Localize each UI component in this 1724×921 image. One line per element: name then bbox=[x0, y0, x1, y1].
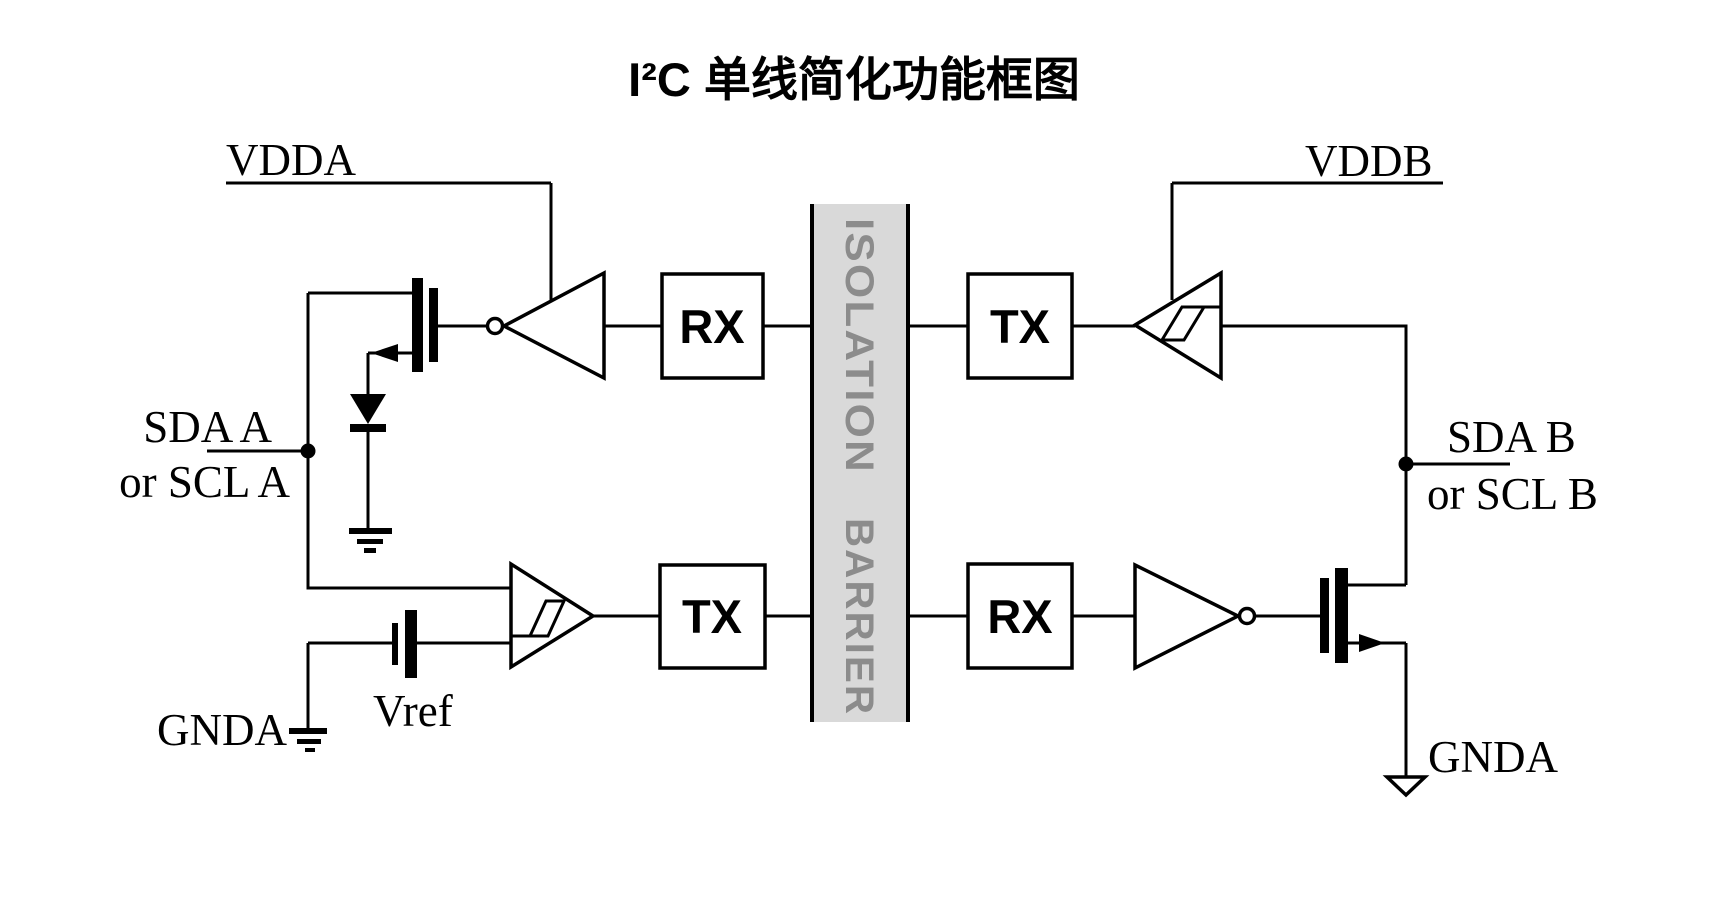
mosfet-a-source-arrow bbox=[371, 344, 398, 362]
tx-block-b: TX bbox=[966, 272, 1074, 380]
ground-symbol-diode bbox=[349, 528, 392, 553]
mosfet-b-gate-bar bbox=[1320, 578, 1329, 653]
ground-symbol-gnda-left bbox=[289, 728, 327, 752]
barrier-word-isolation: ISOLATION bbox=[837, 218, 881, 474]
rx-block-a: RX bbox=[660, 272, 765, 380]
ground-bar-2 bbox=[357, 539, 383, 544]
barrier-band bbox=[813, 204, 908, 722]
gnda-left-label: GNDA bbox=[157, 705, 287, 755]
inverter-b-triangle bbox=[1133, 562, 1242, 671]
mosfet-b: GNDA bbox=[1320, 568, 1558, 798]
rx-a-box bbox=[660, 272, 765, 380]
isolation-barrier: ISOLATION BARRIER bbox=[810, 204, 910, 722]
schmitt-b-triangle bbox=[1131, 269, 1223, 382]
mosfet-a bbox=[308, 278, 487, 553]
bus-a-junction-dot bbox=[300, 443, 316, 459]
side-a-bus: SDA A or SCL A bbox=[119, 293, 511, 590]
schmitt-a-triangle bbox=[509, 560, 597, 671]
tx-block-a: TX bbox=[658, 563, 767, 670]
ground-symbol-gnda-right bbox=[1382, 775, 1430, 798]
rx-a-label: RX bbox=[679, 300, 744, 353]
vref-cell-thin-bar bbox=[392, 623, 398, 665]
ground-bar-3 bbox=[364, 548, 376, 553]
inverter-a bbox=[485, 270, 606, 381]
rx-block-b: RX bbox=[966, 562, 1074, 670]
gnda-right-label: GNDA bbox=[1428, 732, 1558, 782]
tx-b-label: TX bbox=[990, 300, 1050, 353]
vddb-label: VDDB bbox=[1305, 136, 1433, 186]
mosfet-a-channel-bar bbox=[412, 278, 423, 372]
sda-b-label: SDA B bbox=[1447, 412, 1576, 462]
vdda-label: VDDA bbox=[226, 135, 356, 185]
diode-cathode-bar bbox=[350, 424, 386, 432]
mosfet-b-channel-bar bbox=[1335, 568, 1348, 663]
tx-a-box bbox=[658, 563, 767, 670]
scl-a-label: or SCL A bbox=[119, 457, 290, 507]
schmitt-a bbox=[509, 560, 597, 671]
sda-a-label: SDA A bbox=[143, 402, 272, 452]
mosfet-a-gate-bar bbox=[429, 288, 438, 362]
barrier-word-barrier: BARRIER bbox=[837, 518, 881, 716]
inverter-a-bubble bbox=[485, 316, 505, 336]
ground-bar-3 bbox=[305, 748, 315, 752]
rx-b-label: RX bbox=[987, 590, 1052, 643]
ground-bar-1 bbox=[349, 528, 392, 534]
vref-reference: GNDA Vref bbox=[157, 610, 511, 755]
vdda-rail: VDDA bbox=[226, 135, 553, 301]
diode-triangle bbox=[350, 394, 386, 424]
vref-cell-thick-bar bbox=[405, 610, 417, 678]
diagram-title: I²C 单线简化功能框图 bbox=[628, 53, 1080, 106]
inverter-a-triangle bbox=[500, 270, 606, 381]
schmitt-b bbox=[1131, 269, 1223, 382]
side-b-bus: SDA B or SCL B bbox=[1398, 412, 1598, 519]
scl-b-label: or SCL B bbox=[1427, 469, 1598, 519]
inverter-b-bubble bbox=[1237, 606, 1257, 626]
schmitt-a-hysteresis-icon bbox=[527, 599, 567, 638]
vref-label: Vref bbox=[373, 686, 453, 736]
tx-a-label: TX bbox=[682, 590, 742, 643]
mosfet-b-source-arrow bbox=[1359, 634, 1385, 652]
tx-b-box bbox=[966, 272, 1074, 380]
wire-schmitt-b-bus bbox=[1221, 324, 1408, 585]
inverter-b bbox=[1133, 562, 1257, 671]
bus-a-wire bbox=[306, 293, 511, 590]
vddb-rail: VDDB bbox=[1170, 136, 1443, 300]
ground-bar-2 bbox=[297, 739, 321, 744]
ground-bar-1 bbox=[289, 728, 327, 734]
rx-b-box bbox=[966, 562, 1074, 670]
